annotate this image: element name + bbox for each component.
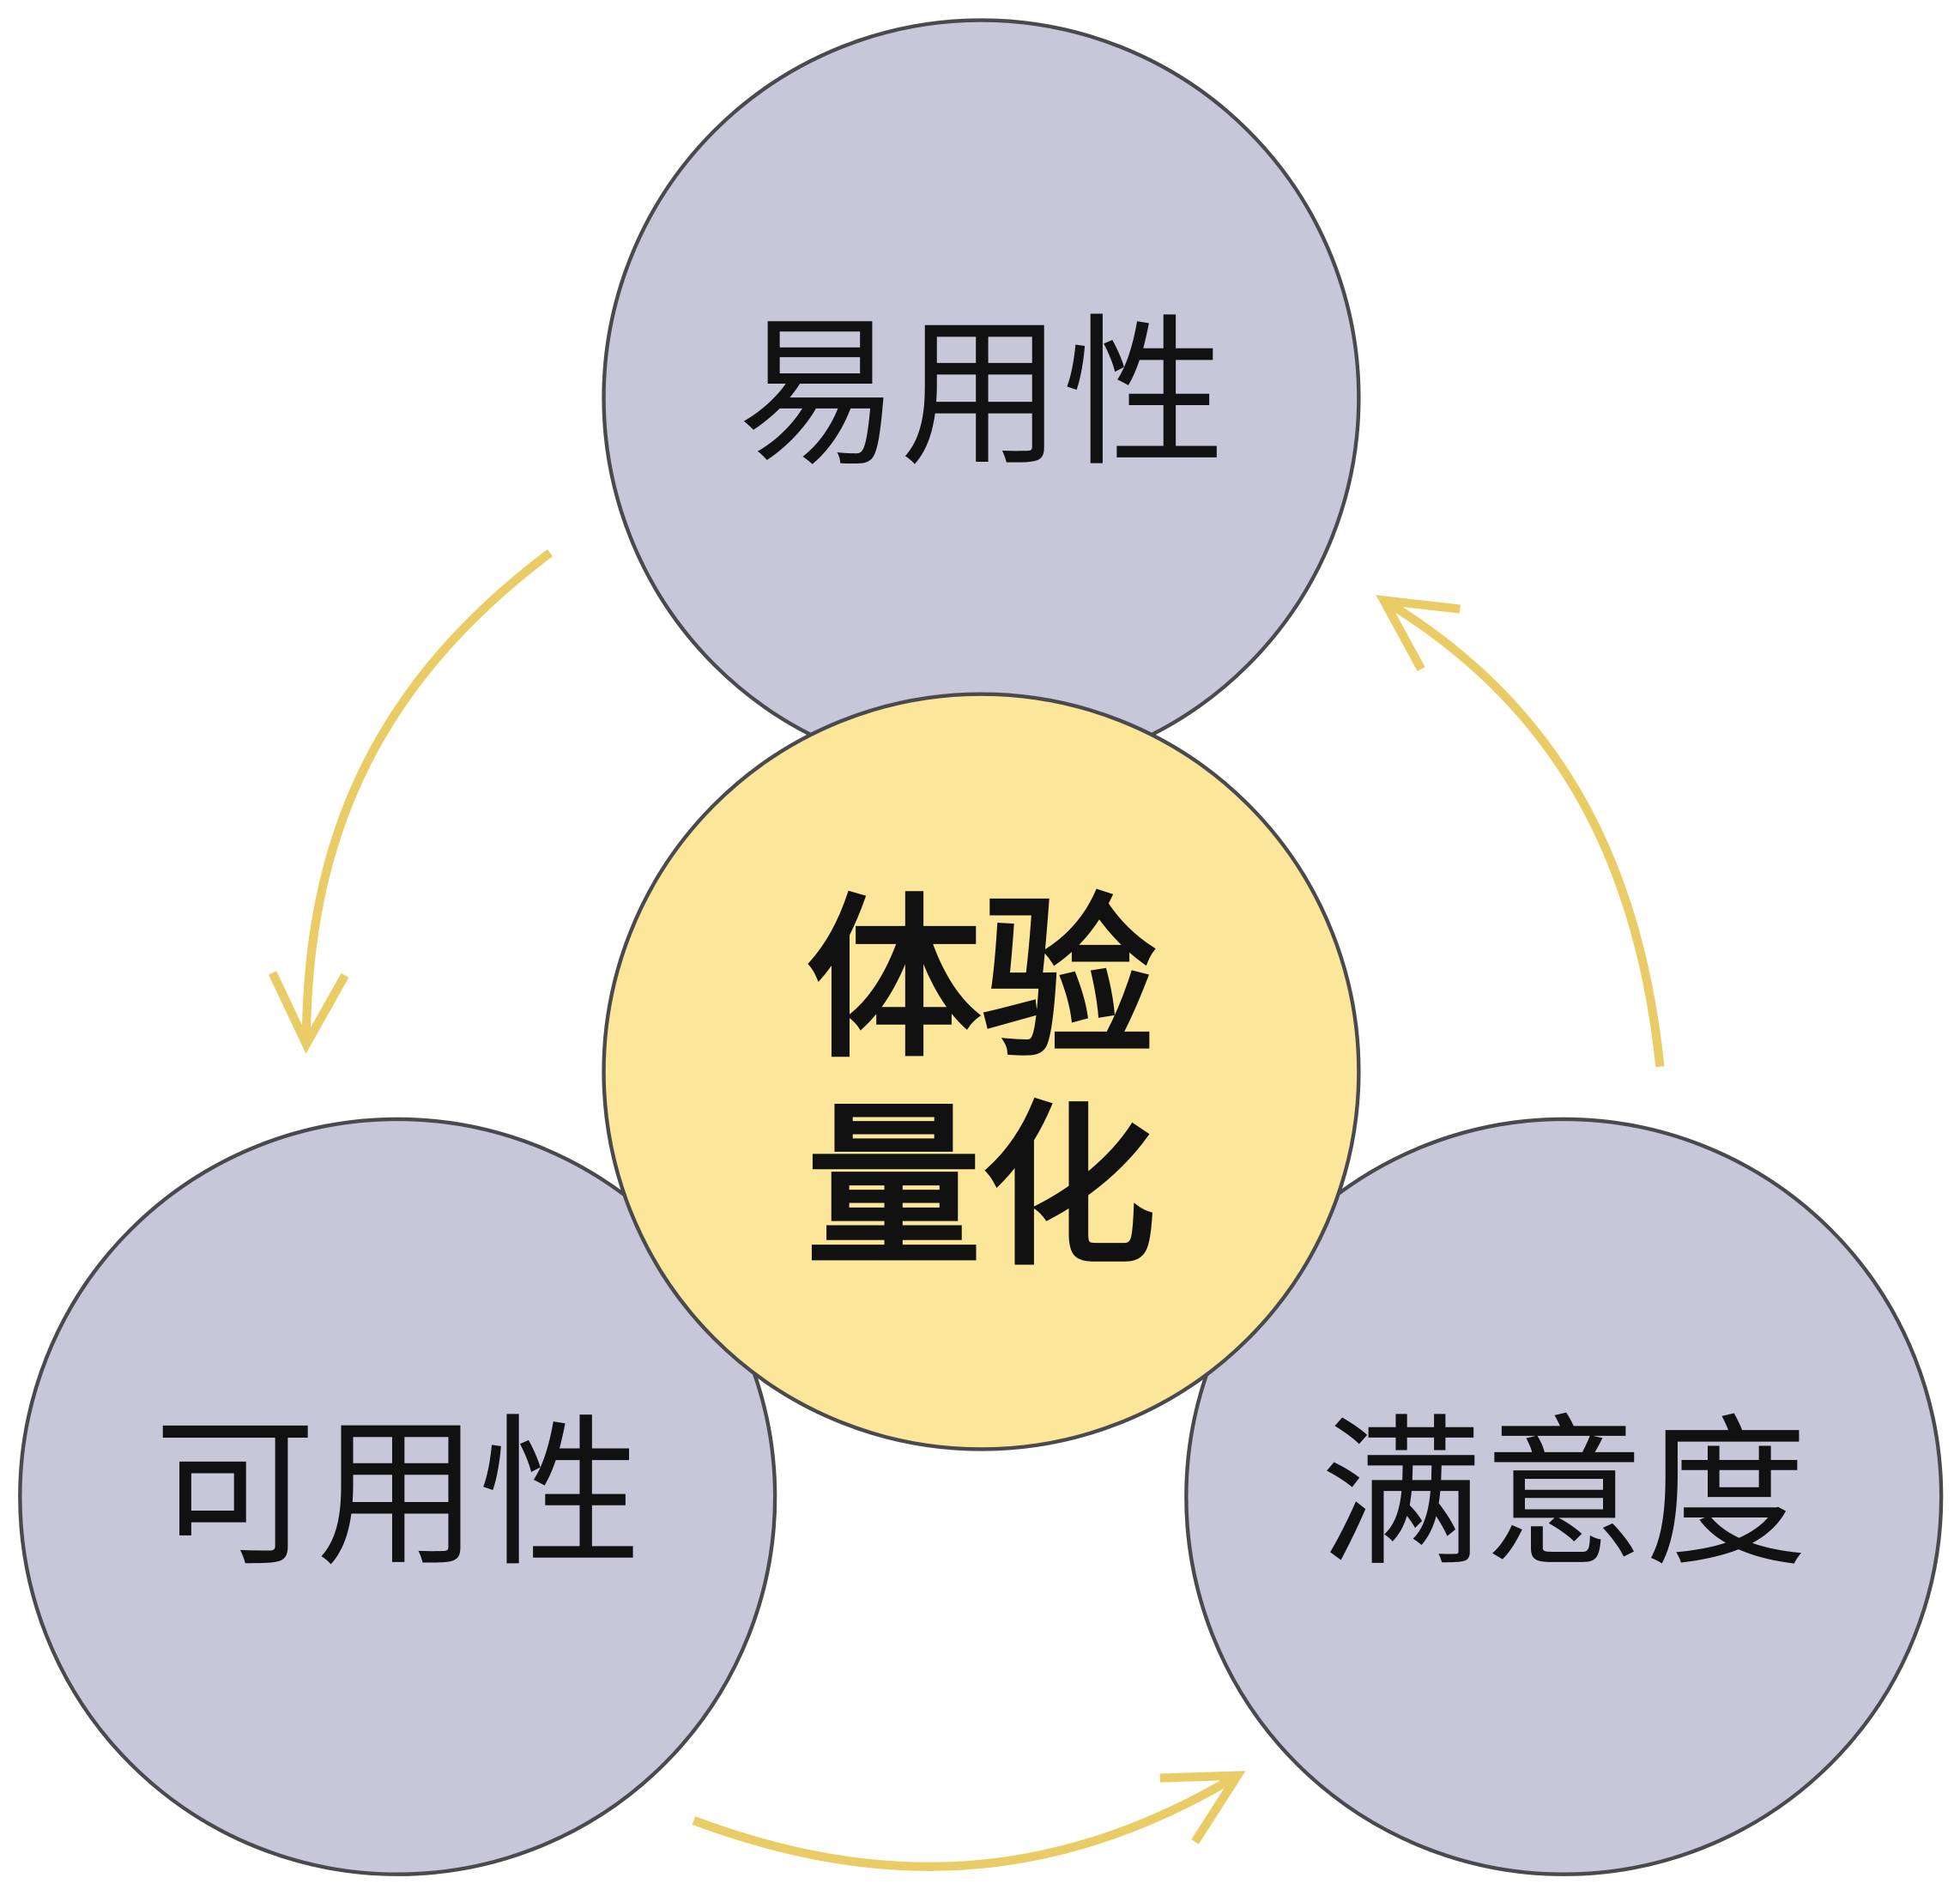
node-circle-right [1184, 1117, 1944, 1876]
node-label-right: 满意度 [1320, 1399, 1807, 1589]
center-circle [602, 692, 1361, 1451]
arrow-right-to-top [1376, 595, 1665, 1068]
node-label-left: 可用性 [154, 1399, 641, 1589]
node-circle-left [18, 1117, 777, 1876]
arrow-top-to-left [268, 548, 553, 1054]
arrow-left-to-right [692, 1771, 1246, 1871]
center-label-line2: 量化 [807, 1087, 1157, 1290]
center-label-line1: 体验 [807, 879, 1157, 1082]
node-label-top: 易用性 [737, 300, 1225, 489]
